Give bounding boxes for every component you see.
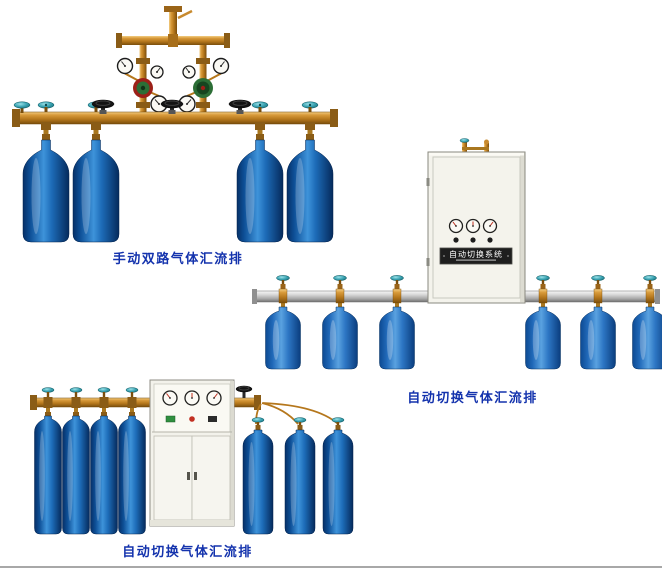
drop-collar (305, 122, 315, 130)
cabinet-top-highlight (429, 152, 524, 156)
union-nut (136, 58, 150, 64)
top-link-pipe (462, 147, 489, 150)
pipe-cap-right (655, 289, 660, 304)
gas-cylinder (284, 417, 316, 535)
end-valve-wheel (13, 101, 31, 113)
gas-cylinder (90, 387, 118, 535)
pipe-flange-left (12, 109, 20, 127)
pipe-cap-left (252, 289, 257, 304)
plate-subtext-line (456, 259, 496, 261)
gas-cylinder (34, 387, 62, 535)
brass-collar (538, 288, 548, 304)
brass-collar (335, 288, 345, 304)
cabinet-door-right (191, 435, 231, 521)
top-valve-wheel (459, 138, 470, 143)
door-handle (194, 472, 197, 480)
hinge (426, 178, 430, 186)
plate-screw (443, 255, 445, 257)
drop-collar (255, 122, 265, 130)
brass-collar (593, 288, 603, 304)
pressure-gauge (150, 65, 164, 79)
manual-manifold-illustration (12, 6, 338, 243)
drop-collar (41, 122, 51, 130)
cabinet-door-frame (432, 156, 521, 299)
drop-collar (127, 397, 137, 408)
control-knob (487, 237, 493, 243)
pressure-gauge (182, 65, 196, 79)
product-caption-manual: 手动双路气体汇流排 (112, 251, 244, 266)
indicator-switch (208, 416, 217, 422)
product-caption-auto-tall: 自动切换气体汇流排 (122, 544, 253, 559)
header-tee (168, 34, 178, 47)
bottom-divider (0, 566, 662, 568)
cabinet-door-left (153, 435, 193, 521)
cabinet-gauge (465, 218, 481, 234)
product-caption-auto: 自动切换气体汇流排 (407, 390, 538, 405)
header-cap-left (116, 33, 122, 48)
handwheel-valve (91, 99, 115, 114)
gauge-stub (206, 72, 222, 82)
header-assembly (116, 6, 230, 115)
pressure-gauge (116, 57, 134, 75)
brass-collar (645, 288, 655, 304)
cabinet-panel-label: 自动切换系统 (449, 249, 503, 259)
pipe-flange-right (330, 109, 338, 127)
auto-manifold-illustration: 自动切换系统 (252, 138, 662, 370)
pipe-flange-right (254, 395, 261, 410)
top-fitting-ball (484, 139, 489, 145)
handwheel-valve (228, 99, 252, 114)
indicator-red (189, 416, 195, 422)
gas-cylinder (62, 387, 90, 535)
cabinet-top-pipe (462, 140, 467, 152)
cabinet-side-shade (520, 153, 525, 302)
cabinet-gauge (162, 390, 178, 406)
cabinet-side-shade (230, 381, 234, 525)
control-knob (470, 237, 476, 243)
brass-collar (278, 288, 288, 304)
cabinet-gauge (482, 218, 498, 234)
gas-cylinder (118, 387, 146, 535)
plate-screw (507, 255, 509, 257)
drop-collar (91, 122, 101, 130)
pipe-flange-left (30, 395, 37, 410)
brass-collar (392, 288, 402, 304)
indicator-green (165, 415, 176, 423)
control-knob (453, 237, 459, 243)
gas-cylinder (242, 417, 274, 535)
auto-manifold-tall-illustration (30, 379, 354, 535)
control-cabinet (149, 379, 235, 527)
union-nut (196, 102, 210, 108)
drop-collar (71, 397, 81, 408)
hinge (426, 258, 430, 266)
union-nut (196, 58, 210, 64)
drop-collar (43, 397, 53, 408)
cabinet-gauge (206, 390, 222, 406)
riser-pipe (169, 10, 177, 38)
cabinet-gauge (184, 390, 200, 406)
cabinet-base (150, 520, 234, 526)
door-handle (187, 472, 190, 480)
top-fitting (164, 6, 182, 12)
cabinet-gauge (448, 218, 464, 234)
control-cabinet: 自动切换系统 (426, 138, 526, 304)
drop-collar (99, 397, 109, 408)
pressure-regulator-left (133, 78, 153, 98)
union-nut (136, 102, 150, 108)
header-cap-right (224, 33, 230, 48)
handwheel-valve (235, 385, 253, 398)
pressure-regulator-right (193, 78, 213, 98)
gauge-stub (124, 72, 140, 82)
handwheel-valve (160, 99, 184, 114)
pressure-gauge (212, 57, 230, 75)
top-valve-lever (177, 9, 193, 20)
gas-cylinder (322, 417, 354, 535)
